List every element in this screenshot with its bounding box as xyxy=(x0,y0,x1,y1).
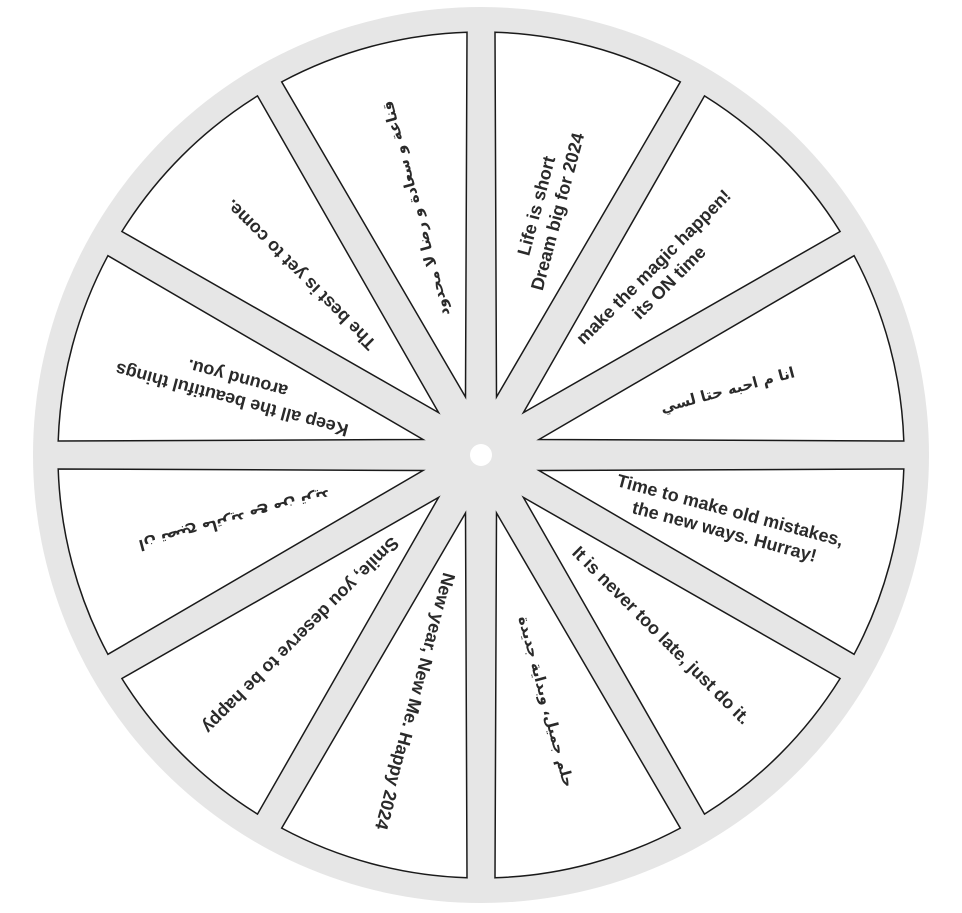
wheel-segment xyxy=(494,31,682,400)
wheel-segment xyxy=(280,31,468,400)
wheel-segment xyxy=(280,510,468,879)
wheel-segment xyxy=(120,94,441,415)
wheel-segment xyxy=(521,495,842,816)
wheel-segment xyxy=(536,254,905,442)
wheel-segment xyxy=(494,510,682,879)
wheel-hub xyxy=(470,444,492,466)
wheel-segment xyxy=(536,468,905,656)
wheel-segment xyxy=(57,468,426,656)
wheel-segment xyxy=(120,495,441,816)
wheel-segment xyxy=(521,94,842,415)
wheel-segment xyxy=(57,254,426,442)
